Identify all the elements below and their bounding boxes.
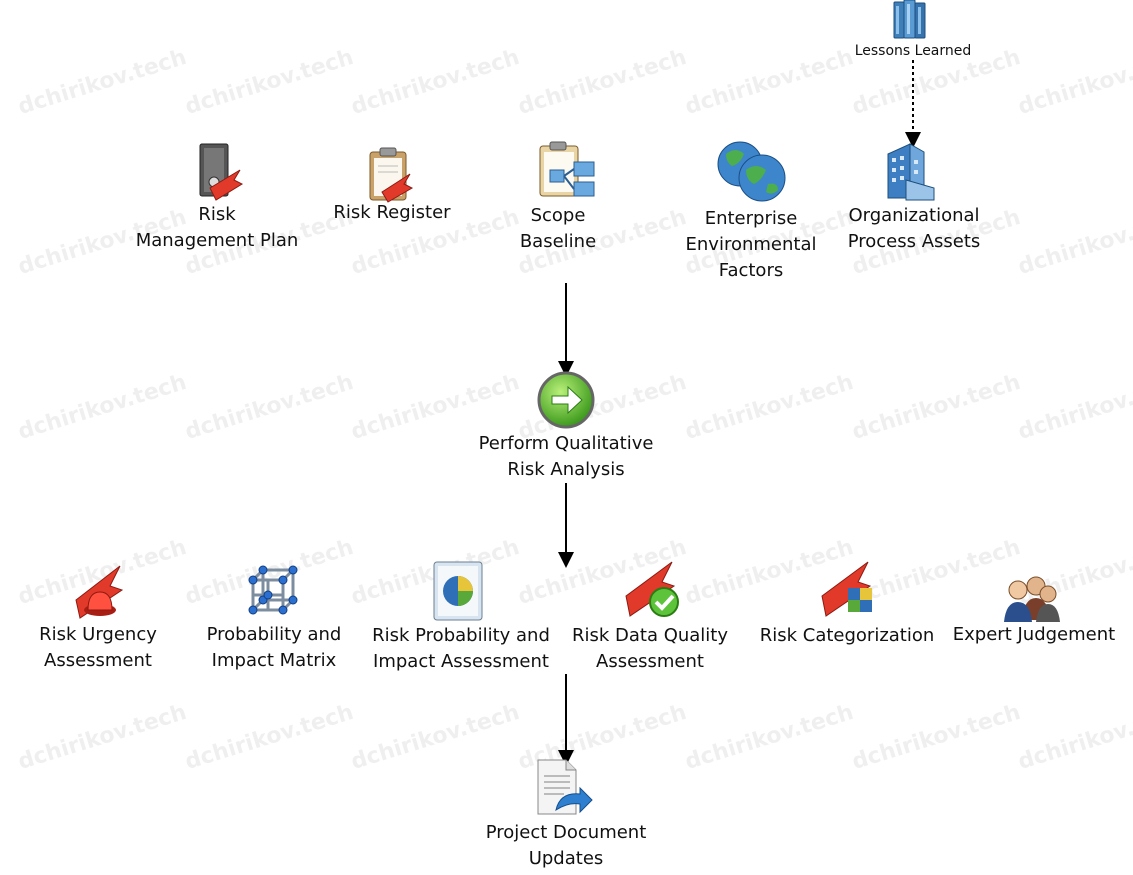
prob-impact-matrix-label: Probability and Impact Matrix bbox=[206, 624, 342, 671]
risk-urgency-label: Risk Urgency Assessment bbox=[39, 624, 157, 671]
risk-check-icon bbox=[622, 556, 682, 620]
lessons-learned-label: Lessons Learned bbox=[854, 43, 972, 59]
document-update-icon bbox=[534, 758, 596, 818]
expert-judgement-label: Expert Judgement bbox=[952, 624, 1116, 645]
process-label: Perform Qualitative Risk Analysis bbox=[478, 433, 654, 480]
siren-risk-icon bbox=[70, 560, 126, 622]
opa-label: Organizational Process Assets bbox=[847, 205, 981, 252]
risk-register-label: Risk Register bbox=[333, 202, 451, 223]
eef-label: Enterprise Environmental Factors bbox=[685, 208, 817, 281]
output-label: Project Document Updates bbox=[485, 822, 647, 869]
books-icon bbox=[890, 0, 934, 42]
clipboard-risk-icon bbox=[366, 146, 416, 204]
pie-chart-panel-icon bbox=[430, 558, 488, 624]
risk-data-quality-label: Risk Data Quality Assessment bbox=[571, 625, 729, 672]
people-group-icon bbox=[1000, 572, 1064, 622]
scope-baseline-label: Scope Baseline bbox=[519, 205, 597, 252]
clipboard-diagram-icon bbox=[536, 140, 598, 202]
risk-puzzle-icon bbox=[818, 556, 880, 620]
building-icon bbox=[882, 140, 942, 204]
risk-prob-impact-assessment-label: Risk Probability and Impact Assessment bbox=[372, 625, 550, 672]
risk-categorization-label: Risk Categorization bbox=[759, 625, 935, 646]
binder-risk-icon bbox=[196, 140, 246, 204]
globes-icon bbox=[714, 140, 788, 204]
green-arrow-circle-icon bbox=[536, 370, 596, 430]
cube-matrix-icon bbox=[243, 562, 303, 622]
risk-management-plan-label: Risk Management Plan bbox=[135, 204, 299, 251]
